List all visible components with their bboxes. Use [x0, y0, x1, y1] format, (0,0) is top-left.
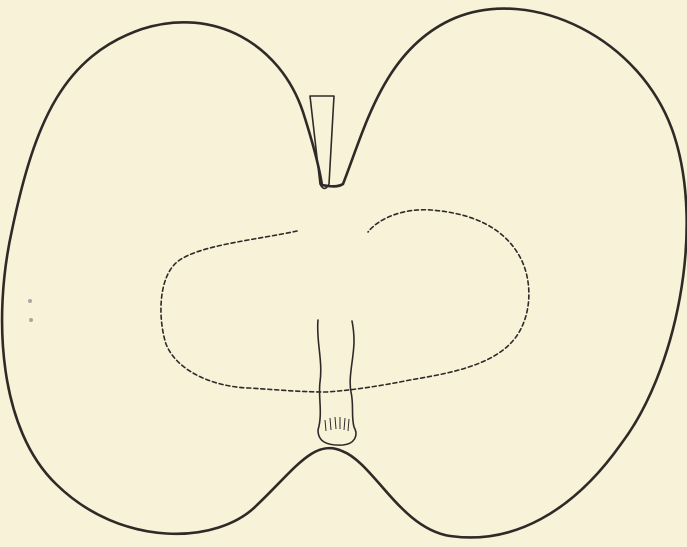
calyx-fringe — [325, 417, 349, 431]
speck-2 — [29, 318, 33, 322]
core-boundary — [161, 210, 529, 392]
core-tube — [318, 320, 356, 445]
speck-1 — [28, 299, 32, 303]
apple-outline — [2, 9, 687, 538]
stem — [310, 96, 334, 189]
